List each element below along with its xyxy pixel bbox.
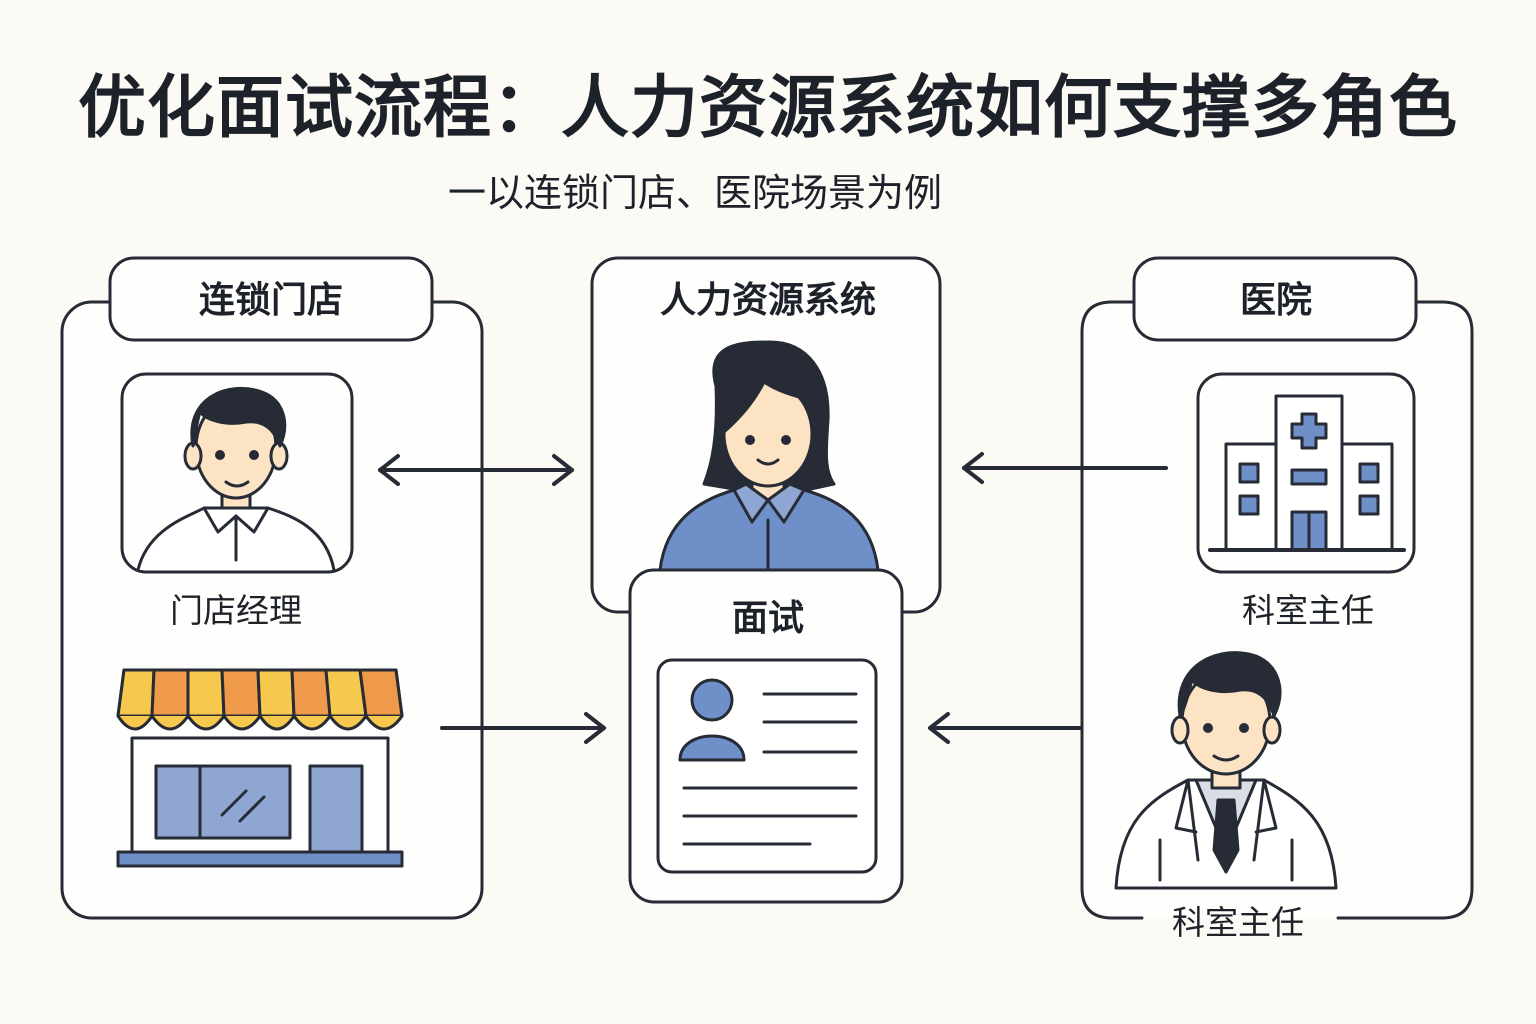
arrow-hospital-hr xyxy=(962,452,1168,484)
department-head-caption-1: 科室主任 xyxy=(1242,591,1374,630)
arrow-store-interview xyxy=(440,712,606,744)
hospital-icon xyxy=(1208,394,1406,552)
page-subtitle: 一以连锁门店、医院场景为例 xyxy=(448,171,943,215)
doctor-avatar-icon xyxy=(1114,651,1338,890)
page-title: 优化面试流程：人力资源系统如何支撑多角色 xyxy=(77,69,1458,148)
chain-store-label: 连锁门店 xyxy=(199,280,343,321)
arrow-manager-hr xyxy=(378,454,574,486)
store-icon xyxy=(116,668,404,868)
hospital-label: 医院 xyxy=(1240,280,1312,321)
department-head-caption-2: 科室主任 xyxy=(1172,903,1304,942)
hr-system-label: 人力资源系统 xyxy=(660,280,876,321)
hospital-label-box xyxy=(1132,256,1418,342)
resume-icon xyxy=(656,658,878,874)
chain-store-label-box xyxy=(108,256,434,342)
arrow-doctor-interview xyxy=(928,712,1082,744)
interview-label: 面试 xyxy=(732,598,804,639)
man-avatar-icon xyxy=(136,387,336,572)
woman-avatar-icon xyxy=(658,340,880,572)
store-manager-caption: 门店经理 xyxy=(170,591,302,630)
